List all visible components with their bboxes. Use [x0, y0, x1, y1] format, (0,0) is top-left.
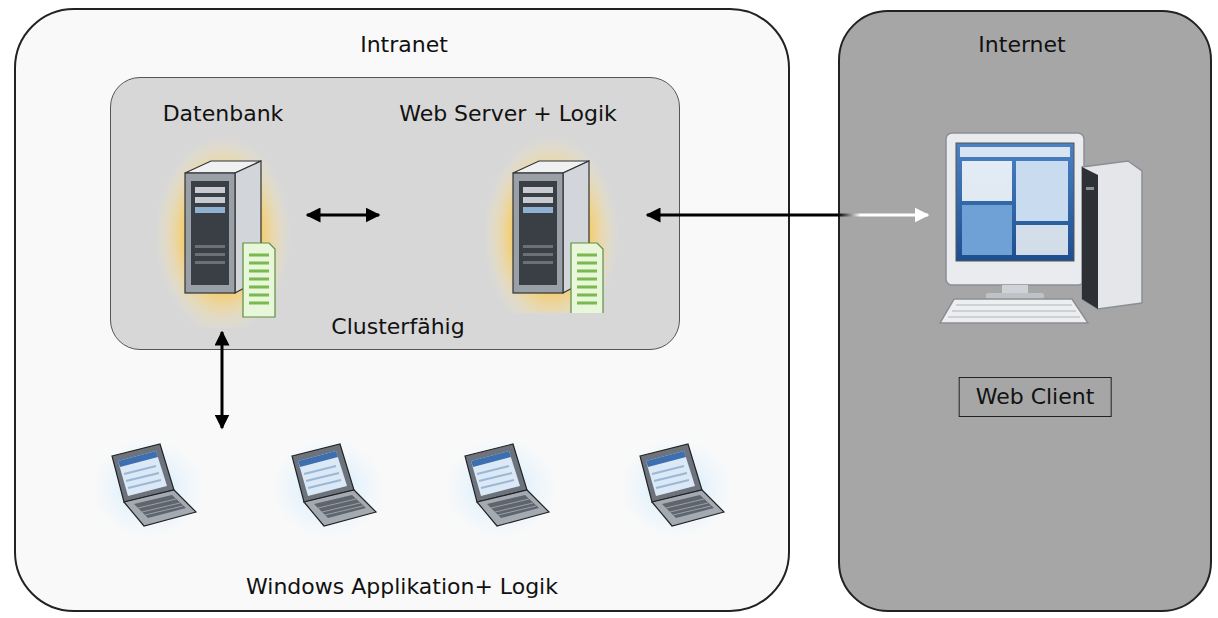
- text-holder: Intranet: [360, 32, 448, 58]
- node-label: Web Server + Logik: [399, 101, 617, 127]
- text-holder: Web Client: [959, 377, 1112, 417]
- cluster-box: Clusterfähig Datenbank Web Server + Logik: [110, 77, 680, 350]
- internet-region: InternetWeb Client: [838, 10, 1212, 612]
- node-label: Intranet: [360, 32, 448, 58]
- node-label: Windows Applikation+ Logik: [246, 574, 558, 600]
- node-label: Datenbank: [163, 101, 284, 127]
- web-server: Web Server + Logik: [383, 95, 643, 313]
- web-client: Web Client: [932, 127, 1152, 427]
- text-holder: Web Server + Logik: [399, 101, 617, 127]
- windows-clients: Windows Applikation+ Logik: [62, 432, 742, 608]
- node-illustration: [143, 95, 303, 328]
- text-holder: Datenbank: [163, 101, 284, 127]
- database-server: Datenbank: [143, 95, 303, 328]
- node-label: Clusterfähig: [331, 314, 464, 340]
- node-label: Internet: [978, 32, 1065, 58]
- client-label: Web Client: [959, 377, 1112, 417]
- text-holder: Clusterfähig: [331, 314, 464, 340]
- text-holder: Internet: [978, 32, 1065, 58]
- intranet-region: IntranetClusterfähig Datenbank Web Server …: [14, 8, 790, 612]
- text-holder: Windows Applikation+ Logik: [246, 574, 558, 600]
- node-illustration: [383, 95, 643, 313]
